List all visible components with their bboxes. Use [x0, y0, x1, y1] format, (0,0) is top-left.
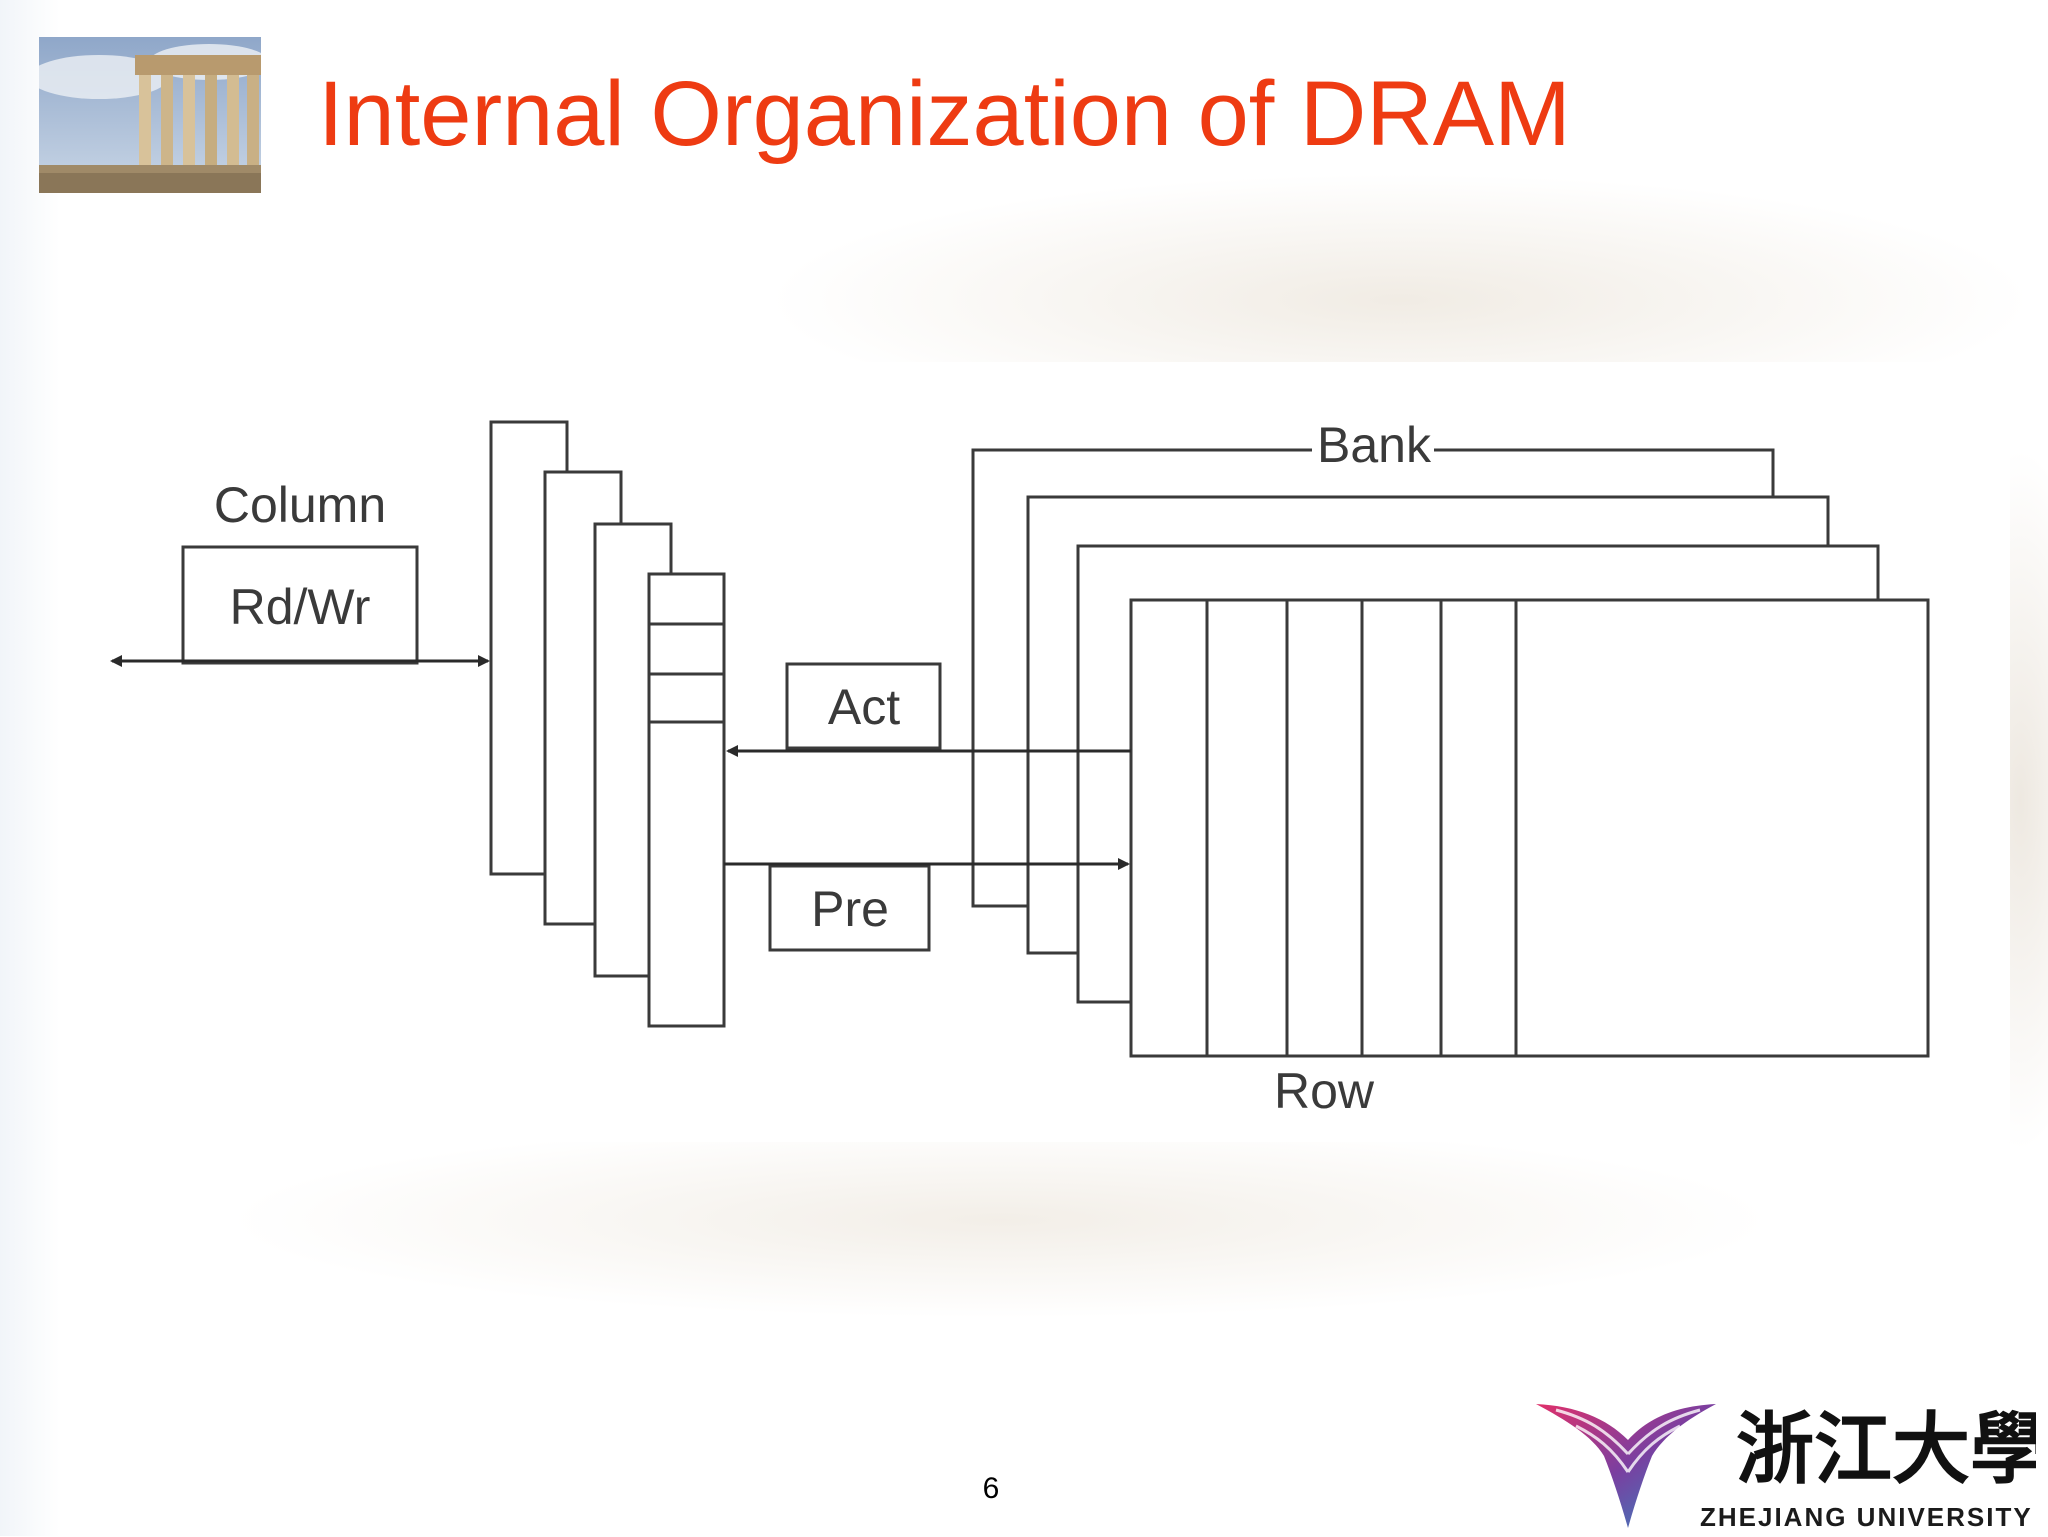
rd-wr-label: Rd/Wr — [230, 579, 371, 635]
bank-label-gap — [1312, 422, 1434, 478]
parthenon-image — [39, 37, 261, 193]
bank-label: Bank — [1317, 417, 1432, 473]
dram-diagram-svg: Column Rd/Wr Bank Act Pre Row — [110, 417, 1930, 1119]
parthenon-photo — [39, 37, 261, 193]
university-name-en: ZHEJIANG UNIVERSITY — [1700, 1502, 2033, 1532]
rd-wr-group — [110, 545, 490, 667]
row-buffer-4 — [647, 572, 726, 1028]
university-name-cn: 浙江大學 — [1736, 1404, 2036, 1495]
page-number: 6 — [982, 1472, 1000, 1505]
row-buffers — [489, 420, 726, 1028]
university-emblem-icon: 浙江大學 — [1536, 1404, 2048, 1528]
slide-title: Internal Organization of DRAM — [318, 63, 1571, 165]
act-label: Act — [828, 679, 900, 735]
pre-box — [768, 864, 931, 952]
bank-4-front — [1129, 598, 1930, 1058]
column-label: Column — [214, 477, 386, 533]
pre-label: Pre — [811, 881, 889, 937]
banks — [971, 448, 1930, 1058]
zhejiang-university-logo: 浙江大學 — [1536, 1396, 2048, 1532]
act-box — [785, 662, 942, 750]
row-label: Row — [1274, 1063, 1375, 1119]
dram-diagram: Column Rd/Wr Bank Act Pre Row — [70, 362, 2010, 1142]
